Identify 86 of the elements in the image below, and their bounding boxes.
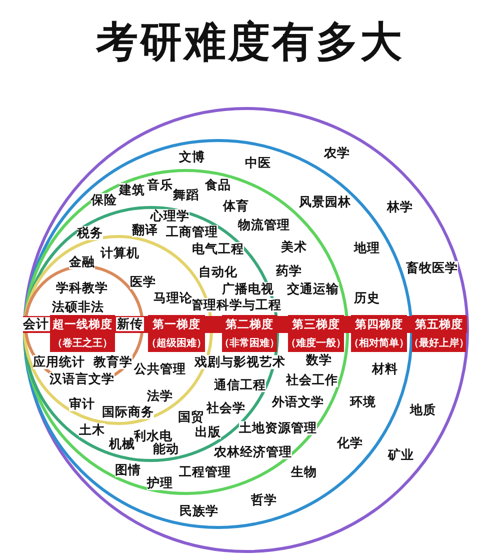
subject-label: 教育学 bbox=[94, 355, 132, 369]
tier-badge bbox=[412, 315, 466, 352]
tier-note: （最好上岸） bbox=[409, 338, 469, 349]
subject-label: 矿业 bbox=[388, 448, 414, 462]
subject-label: 广播电视 bbox=[222, 282, 274, 296]
subject-label: 自动化 bbox=[198, 265, 238, 279]
subject-label: 生物 bbox=[291, 465, 317, 479]
subject-label: 农林经济管理 bbox=[214, 445, 292, 459]
subject-label: 医学 bbox=[130, 275, 156, 289]
subject-label: 保险 bbox=[91, 193, 117, 207]
subject-label: 药学 bbox=[276, 264, 302, 278]
tier-badge bbox=[50, 315, 115, 352]
subject-label: 护理 bbox=[147, 476, 173, 490]
tier-note: （超级困难） bbox=[146, 338, 206, 349]
subject-label: 机械 bbox=[109, 437, 135, 451]
subject-label: 金融 bbox=[69, 255, 95, 269]
difficulty-circle bbox=[23, 107, 469, 553]
subject-label: 文博 bbox=[179, 150, 205, 164]
subject-label: 历史 bbox=[354, 291, 380, 305]
tier-note: （非常困难） bbox=[220, 338, 280, 349]
tier-title: 第三梯度 bbox=[292, 318, 340, 331]
subject-label: 社会学 bbox=[206, 401, 246, 415]
subject-label: 利水电 bbox=[134, 429, 172, 443]
subject-label: 翻译 bbox=[132, 223, 158, 237]
subject-label: 社会工作 bbox=[286, 373, 338, 387]
subject-label: 国际商务 bbox=[102, 405, 154, 419]
tier-title: 第四梯度 bbox=[355, 318, 403, 331]
subject-label: 土木 bbox=[79, 423, 105, 437]
tier-title: 第一梯度 bbox=[152, 318, 200, 331]
subject-label: 外语文学 bbox=[272, 395, 324, 409]
subject-label: 化学 bbox=[337, 436, 363, 450]
subject-label: 土地资源管理 bbox=[239, 421, 317, 435]
tier-title: 第二梯度 bbox=[226, 318, 274, 331]
tier-note: （难度一般） bbox=[286, 338, 346, 349]
subject-label: 数学 bbox=[306, 353, 332, 367]
subject-label: 材料 bbox=[372, 362, 398, 376]
subject-label: 工程管理 bbox=[179, 465, 231, 479]
subject-label: 能动 bbox=[153, 442, 179, 456]
tier-title: 第五梯度 bbox=[415, 318, 463, 331]
subject-label: 新传 bbox=[116, 317, 144, 331]
subject-label: 中医 bbox=[245, 156, 271, 170]
subject-label: 计算机 bbox=[100, 246, 140, 260]
subject-label: 工商管理 bbox=[166, 225, 218, 239]
tier-badge bbox=[148, 315, 205, 352]
title: 考研难度有多大 bbox=[94, 16, 405, 68]
subject-label: 公共管理 bbox=[134, 362, 186, 376]
tier-note: （卷王之王） bbox=[52, 338, 112, 349]
subject-label: 马理论 bbox=[154, 291, 192, 305]
subject-label: 出版 bbox=[195, 425, 221, 439]
subject-label: 通信工程 bbox=[214, 378, 266, 392]
subject-label: 物流管理 bbox=[238, 218, 290, 232]
subject-label: 农学 bbox=[324, 146, 350, 160]
subject-label: 舞蹈 bbox=[173, 188, 199, 202]
tier-badge bbox=[288, 315, 344, 352]
tier-note: （相对简单） bbox=[349, 338, 409, 349]
subject-label: 法硕非法 bbox=[52, 300, 104, 314]
subject-label: 食品 bbox=[205, 178, 231, 192]
subject-label: 审计 bbox=[69, 397, 95, 411]
subject-label: 体育 bbox=[223, 199, 249, 213]
subject-label: 学科教学 bbox=[56, 281, 108, 295]
subject-label: 民族学 bbox=[180, 504, 218, 518]
subject-label: 戏剧与影视艺术 bbox=[194, 355, 286, 369]
subject-label: 环境 bbox=[350, 395, 376, 409]
subject-label: 哲学 bbox=[251, 493, 277, 507]
subject-label: 国贸 bbox=[178, 410, 204, 424]
subject-label: 法学 bbox=[147, 389, 173, 403]
subject-label: 地理 bbox=[354, 241, 380, 255]
subject-label: 电气工程 bbox=[192, 242, 244, 256]
subject-label: 应用统计 bbox=[33, 355, 85, 369]
subject-label: 音乐 bbox=[147, 178, 173, 192]
subject-label: 交通运输 bbox=[287, 282, 339, 296]
subject-label: 风景园林 bbox=[299, 195, 351, 209]
tier-title: 超一线梯度 bbox=[52, 318, 112, 331]
subject-label: 图情 bbox=[115, 463, 141, 477]
subject-label: 畜牧医学 bbox=[406, 261, 458, 275]
tier-badge bbox=[351, 315, 407, 352]
subject-label: 地质 bbox=[410, 403, 436, 417]
subject-label: 美术 bbox=[281, 240, 307, 254]
subject-label: 建筑 bbox=[119, 183, 145, 197]
difficulty-circle bbox=[23, 169, 349, 495]
subject-label: 心理学 bbox=[150, 209, 190, 223]
subject-label: 汉语言文学 bbox=[50, 372, 114, 386]
subject-label: 税务 bbox=[77, 226, 103, 240]
tier-badge bbox=[222, 315, 277, 352]
subject-label: 会计 bbox=[22, 317, 50, 331]
subject-label: 林学 bbox=[387, 200, 413, 214]
